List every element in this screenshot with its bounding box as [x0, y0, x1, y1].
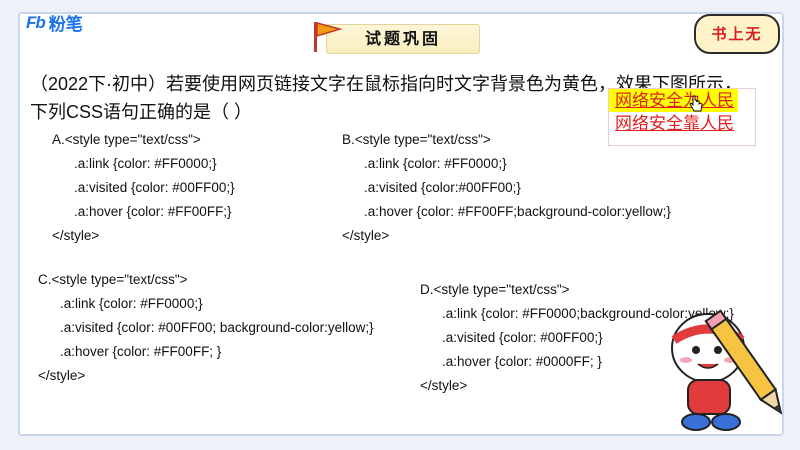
option-a-close: </style>: [52, 228, 100, 243]
banner-title: 试题巩固: [326, 24, 480, 54]
question-line-1: （2022下·初中）若要使用网页链接文字在鼠标指向时文字背景色为黄色，效果下图所…: [30, 74, 743, 94]
note-sticker: 书上无: [694, 14, 780, 54]
option-c-open: C.<style type="text/css">: [38, 272, 188, 287]
slide-card: [18, 12, 784, 436]
option-d-close: </style>: [420, 378, 468, 393]
pencil-mascot-icon: [671, 309, 783, 431]
option-c-hover: .a:hover {color: #FF00FF; }: [60, 344, 222, 359]
option-d[interactable]: D.<style type="text/css"> .a:link {color…: [420, 278, 734, 398]
section-banner: 试题巩固: [308, 18, 486, 54]
flag-icon: [314, 22, 343, 52]
option-a-visited: .a:visited {color: #00FF00;}: [74, 180, 235, 195]
option-d-open: D.<style type="text/css">: [420, 282, 570, 297]
option-c-close: </style>: [38, 368, 86, 383]
hand-cursor-icon: [689, 95, 703, 112]
option-c-link: .a:link {color: #FF0000;}: [60, 296, 203, 311]
option-a-open: A.<style type="text/css">: [52, 132, 201, 147]
option-a[interactable]: A.<style type="text/css"> .a:link {color…: [52, 128, 235, 248]
option-c[interactable]: C.<style type="text/css"> .a:link {color…: [38, 268, 374, 388]
logo-mark: Fb: [26, 12, 46, 32]
option-a-hover: .a:hover {color: #FF00FF;}: [74, 204, 232, 219]
option-b[interactable]: B.<style type="text/css"> .a:link {color…: [342, 128, 671, 248]
question-line-2: 下列CSS语句正确的是（ ）: [30, 102, 253, 122]
option-b-open: B.<style type="text/css">: [342, 132, 491, 147]
demo-figure: 网络安全为人民 网络安全靠人民: [608, 88, 756, 146]
option-a-link: .a:link {color: #FF0000;}: [74, 156, 217, 171]
logo-text: 粉笔: [48, 15, 83, 34]
demo-link-hovered[interactable]: 网络安全为人民: [609, 89, 738, 112]
option-d-visited: .a:visited {color: #00FF00;}: [442, 330, 603, 345]
question-text: （2022下·初中）若要使用网页链接文字在鼠标指向时文字背景色为黄色，效果下图所…: [30, 70, 743, 126]
option-c-visited: .a:visited {color: #00FF00; background-c…: [60, 320, 374, 335]
option-b-close: </style>: [342, 228, 390, 243]
option-d-hover: .a:hover {color: #0000FF; }: [442, 354, 602, 369]
option-b-visited: .a:visited {color:#00FF00;}: [364, 180, 521, 195]
option-b-hover: .a:hover {color: #FF00FF;background-colo…: [364, 204, 671, 219]
option-d-link: .a:link {color: #FF0000;background-color…: [442, 306, 734, 321]
brand-logo: Fb 粉笔: [26, 10, 83, 35]
demo-link-normal[interactable]: 网络安全靠人民: [615, 114, 734, 133]
option-b-link: .a:link {color: #FF0000;}: [364, 156, 507, 171]
